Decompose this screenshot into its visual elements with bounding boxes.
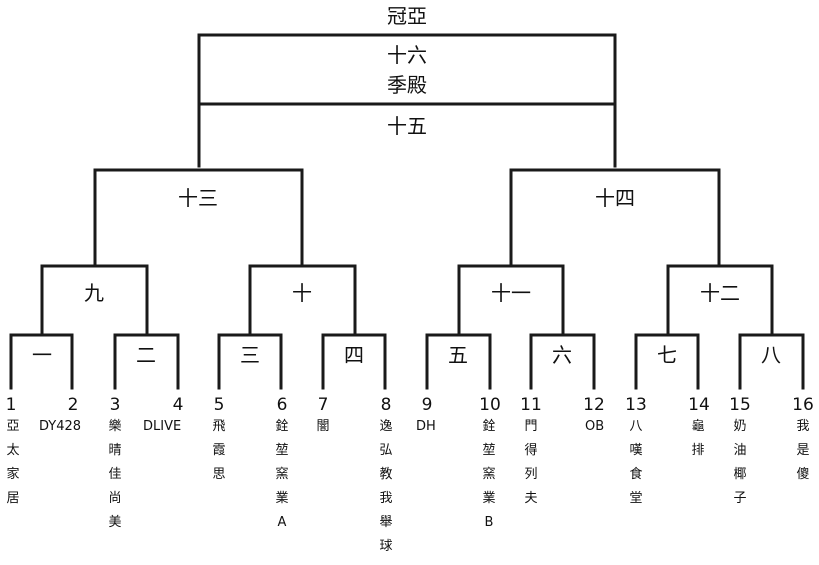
- team-name: 奶油椰子: [733, 419, 747, 506]
- qf-9-bracket: [40, 264, 149, 335]
- seed-number: 1: [5, 395, 17, 415]
- seed-number: 9: [421, 395, 433, 415]
- quarter-label: 十二: [700, 281, 740, 305]
- r1-7-bracket: [634, 333, 700, 390]
- seed-number: 12: [583, 395, 605, 415]
- round1-label: 六: [552, 343, 572, 367]
- seed-number: 14: [688, 395, 710, 415]
- qf-12-bracket: [666, 264, 774, 335]
- quarter-label: 九: [84, 281, 104, 305]
- team-name: 門得列夫: [524, 419, 538, 506]
- team-name: DY428: [39, 419, 82, 434]
- round1-label: 一: [32, 343, 52, 367]
- semi-14-bracket: [509, 168, 721, 266]
- round1-label: 四: [344, 343, 364, 367]
- r1-6-bracket: [529, 333, 596, 390]
- third-place-label-2: 季殿: [387, 73, 427, 97]
- seed-number: 5: [213, 395, 225, 415]
- final-box: [197, 33, 617, 168]
- seed-number: 8: [380, 395, 392, 415]
- seed-number: 2: [67, 395, 79, 415]
- team-name: 八嘆食堂: [629, 419, 643, 506]
- quarter-label: 十一: [491, 281, 531, 305]
- qf-10-bracket: [248, 264, 357, 335]
- round1-label: 八: [761, 343, 781, 367]
- seed-number: 3: [109, 395, 121, 415]
- seed-number: 11: [520, 395, 542, 415]
- team-name: OB: [585, 419, 605, 434]
- team-name: 闇: [316, 419, 330, 434]
- round1-label: 三: [240, 343, 260, 367]
- r1-2-bracket: [113, 333, 180, 390]
- quarter-label: 十: [292, 281, 312, 305]
- semi-label: 十四: [595, 186, 635, 210]
- r1-3-bracket: [217, 333, 283, 390]
- round1-label: 二: [136, 343, 156, 367]
- team-name: DLIVE: [143, 419, 182, 434]
- r1-4-bracket: [321, 333, 387, 390]
- final-match-label: 十五: [387, 114, 427, 138]
- round1-label: 七: [657, 343, 677, 367]
- r1-1-bracket: [9, 333, 74, 390]
- team-name: 我是傻: [796, 419, 810, 482]
- qf-11-bracket: [457, 264, 565, 335]
- team-name: DH: [416, 419, 436, 434]
- team-name: 龜排: [691, 419, 705, 458]
- final-label: 冠亞: [387, 4, 427, 28]
- team-name: 亞太家居: [6, 419, 20, 506]
- r1-8-bracket: [738, 333, 805, 390]
- seed-number: 16: [792, 395, 814, 415]
- semi-label: 十三: [178, 186, 218, 210]
- round1-label: 五: [448, 343, 468, 367]
- team-name: 樂晴佳尚美: [108, 419, 122, 530]
- seed-number: 10: [479, 395, 501, 415]
- team-name: 飛霞思: [212, 419, 226, 482]
- seed-number: 13: [625, 395, 647, 415]
- third-place-label-1: 十六: [387, 43, 427, 67]
- team-name: 逸弘教我舉球: [379, 419, 393, 554]
- seed-number: 4: [172, 395, 184, 415]
- semi-13-bracket: [93, 168, 304, 266]
- seed-number: 7: [317, 395, 329, 415]
- seed-number: 6: [276, 395, 288, 415]
- r1-5-bracket: [425, 333, 492, 390]
- seed-number: 15: [729, 395, 751, 415]
